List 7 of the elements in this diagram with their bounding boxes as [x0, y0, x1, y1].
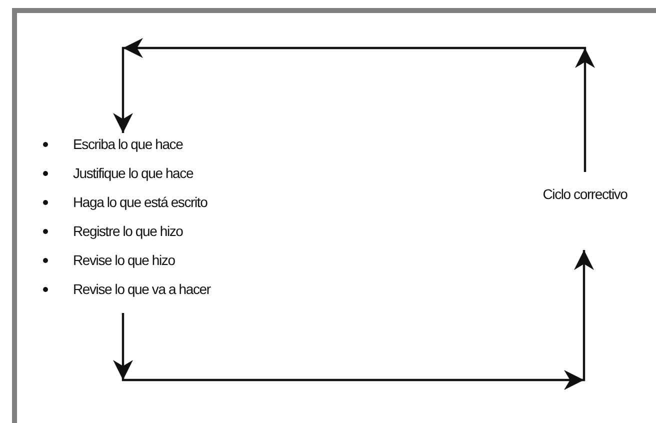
list-item-text: Justifique lo que hace	[73, 165, 194, 181]
list-item-text: Revise lo que hizo	[73, 252, 175, 268]
list-item-text: Revise lo que va a hacer	[73, 281, 210, 297]
list-item-text: Registre lo que hizo	[73, 223, 183, 239]
cycle-label: Ciclo correctivo	[542, 185, 628, 204]
list-item-text: Haga lo que está escrito	[73, 194, 208, 210]
list-item-text: Escriba lo que hace	[73, 136, 183, 152]
